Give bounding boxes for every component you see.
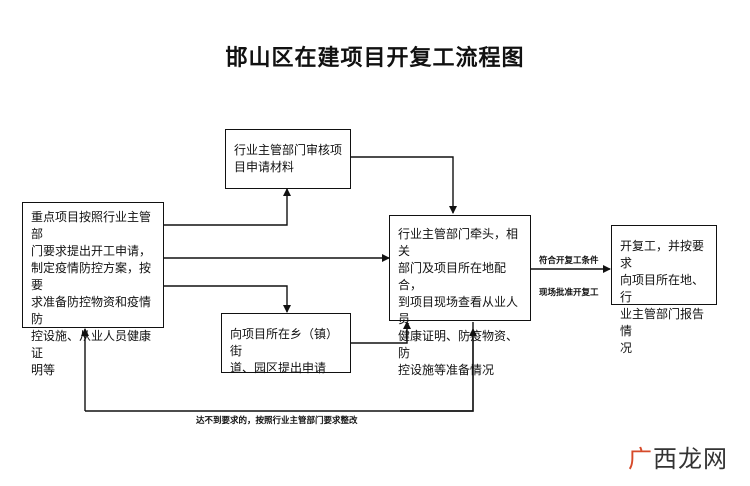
node-restart-report: 开复工，并按要求 向项目所在地、行 业主管部门报告情 况	[611, 225, 717, 355]
edge-label-site-approval: 现场批准开复工	[539, 288, 599, 298]
node-town-application: 向项目所在乡（镇）街 道、园区提出申请	[221, 313, 351, 375]
watermark-mark: 广	[628, 445, 653, 473]
arrow-rectify-forward	[400, 328, 477, 412]
arrow-town-to-inspection	[349, 321, 411, 344]
watermark-text: 西龙网	[653, 445, 728, 473]
node-review-text: 行业主管部门审核项 目申请材料	[234, 143, 343, 174]
watermark-logo: 广西龙网	[628, 439, 728, 474]
arrow-to-review	[162, 188, 291, 226]
arrow-to-town	[162, 285, 291, 313]
arrow-review-to-inspection	[349, 156, 457, 214]
node-inspection-text: 行业主管部门牵头，相关 部门及项目所在地配合， 到项目现场查看从业人员 健康证明…	[398, 227, 519, 377]
node-town-text: 向项目所在乡（镇）街 道、园区提出申请	[230, 327, 339, 375]
edge-label-condition-met: 符合开复工条件	[539, 256, 599, 266]
edge-label-rectify: 达不到要求的，按照行业主管部门要求整改	[196, 416, 358, 426]
node-department-review: 行业主管部门审核项 目申请材料	[225, 129, 351, 189]
node-enterprise-application: 重点项目按照行业主管部 门要求提出开工申请， 制定疫情防控方案，按要 求准备防控…	[22, 202, 164, 377]
page-title: 邯山区在建项目开复工流程图	[225, 46, 525, 71]
node-site-inspection: 行业主管部门牵头，相关 部门及项目所在地配合， 到项目现场查看从业人员 健康证明…	[389, 215, 531, 377]
node-enterprise-text: 重点项目按照行业主管部 门要求提出开工申请， 制定疫情防控方案，按要 求准备防控…	[31, 210, 152, 377]
node-restart-text: 开复工，并按要求 向项目所在地、行 业主管部门报告情 况	[620, 239, 705, 355]
